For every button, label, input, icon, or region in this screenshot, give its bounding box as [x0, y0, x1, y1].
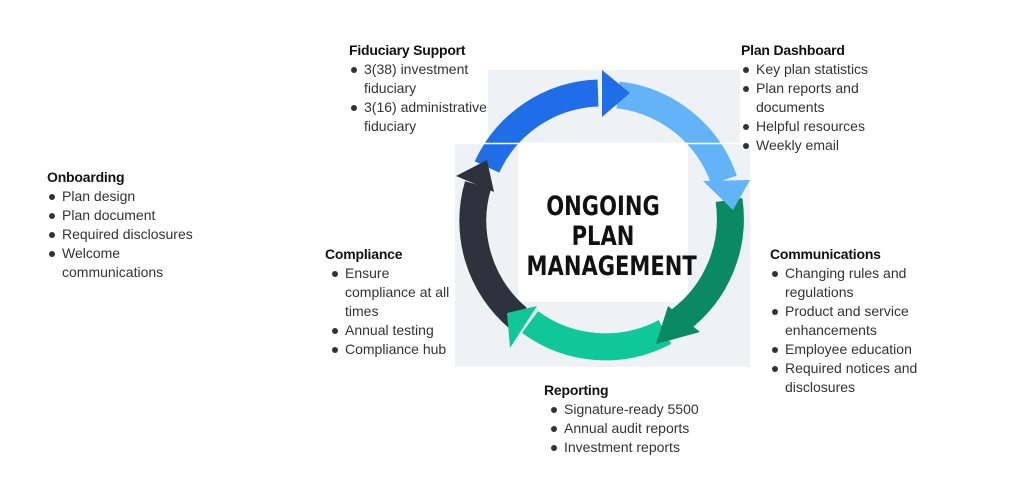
fiduciary-arrow-icon [474, 79, 599, 173]
section-title: Fiduciary Support [349, 42, 466, 58]
list-item: Changing rules and regulations [770, 264, 915, 302]
communications-section: Communications Changing rules and regula… [770, 245, 940, 397]
compliance-arrow-icon [459, 181, 527, 329]
list-item: Annual testing [330, 321, 455, 340]
list-item: Annual audit reports [549, 419, 734, 438]
list-item: Plan document [47, 206, 227, 225]
list-item: Required disclosures [47, 225, 227, 244]
center-panel [518, 144, 688, 302]
reporting-arrow-icon [521, 310, 672, 361]
list-item: Compliance hub [330, 340, 455, 359]
section-title: Reporting [544, 382, 609, 398]
onboarding-section: Onboarding Plan design Plan document Req… [47, 168, 227, 282]
list-item: Employee education [770, 340, 940, 359]
list-item: Welcome communications [47, 244, 182, 282]
section-title: Compliance [325, 246, 403, 262]
list-item: Signature-ready 5500 [549, 400, 734, 419]
list-item: 3(16) administrative fiduciary [349, 98, 504, 136]
center-title-line1: ONGOING PLAN [546, 191, 660, 252]
list-item: Ensure compliance at all times [330, 264, 457, 321]
reporting-section: Reporting Signature-ready 5500 Annual au… [544, 381, 734, 457]
fiduciary-support-section: Fiduciary Support 3(38) investment fiduc… [349, 41, 499, 136]
dashboard-arrow-icon [616, 81, 737, 185]
center-title-line2: MANAGEMENT [526, 251, 697, 282]
list-item: Investment reports [549, 438, 734, 457]
section-title: Plan Dashboard [741, 42, 845, 58]
list-item: Key plan statistics [741, 60, 911, 79]
section-title: Onboarding [47, 169, 125, 185]
plan-dashboard-section: Plan Dashboard Key plan statistics Plan … [741, 41, 911, 155]
communications-arrow-icon [671, 198, 744, 331]
compliance-section: Compliance Ensure compliance at all time… [325, 245, 455, 359]
list-item: Helpful resources [741, 117, 911, 136]
section-title: Communications [770, 246, 881, 262]
list-item: Plan design [47, 187, 227, 206]
list-item: 3(38) investment fiduciary [349, 60, 479, 98]
list-item: Required notices and disclosures [770, 359, 925, 397]
list-item: Plan reports and documents [741, 79, 871, 117]
list-item: Weekly email [741, 136, 911, 155]
center-title: ONGOING PLAN MANAGEMENT [526, 191, 697, 282]
list-item: Product and service enhancements [770, 302, 920, 340]
